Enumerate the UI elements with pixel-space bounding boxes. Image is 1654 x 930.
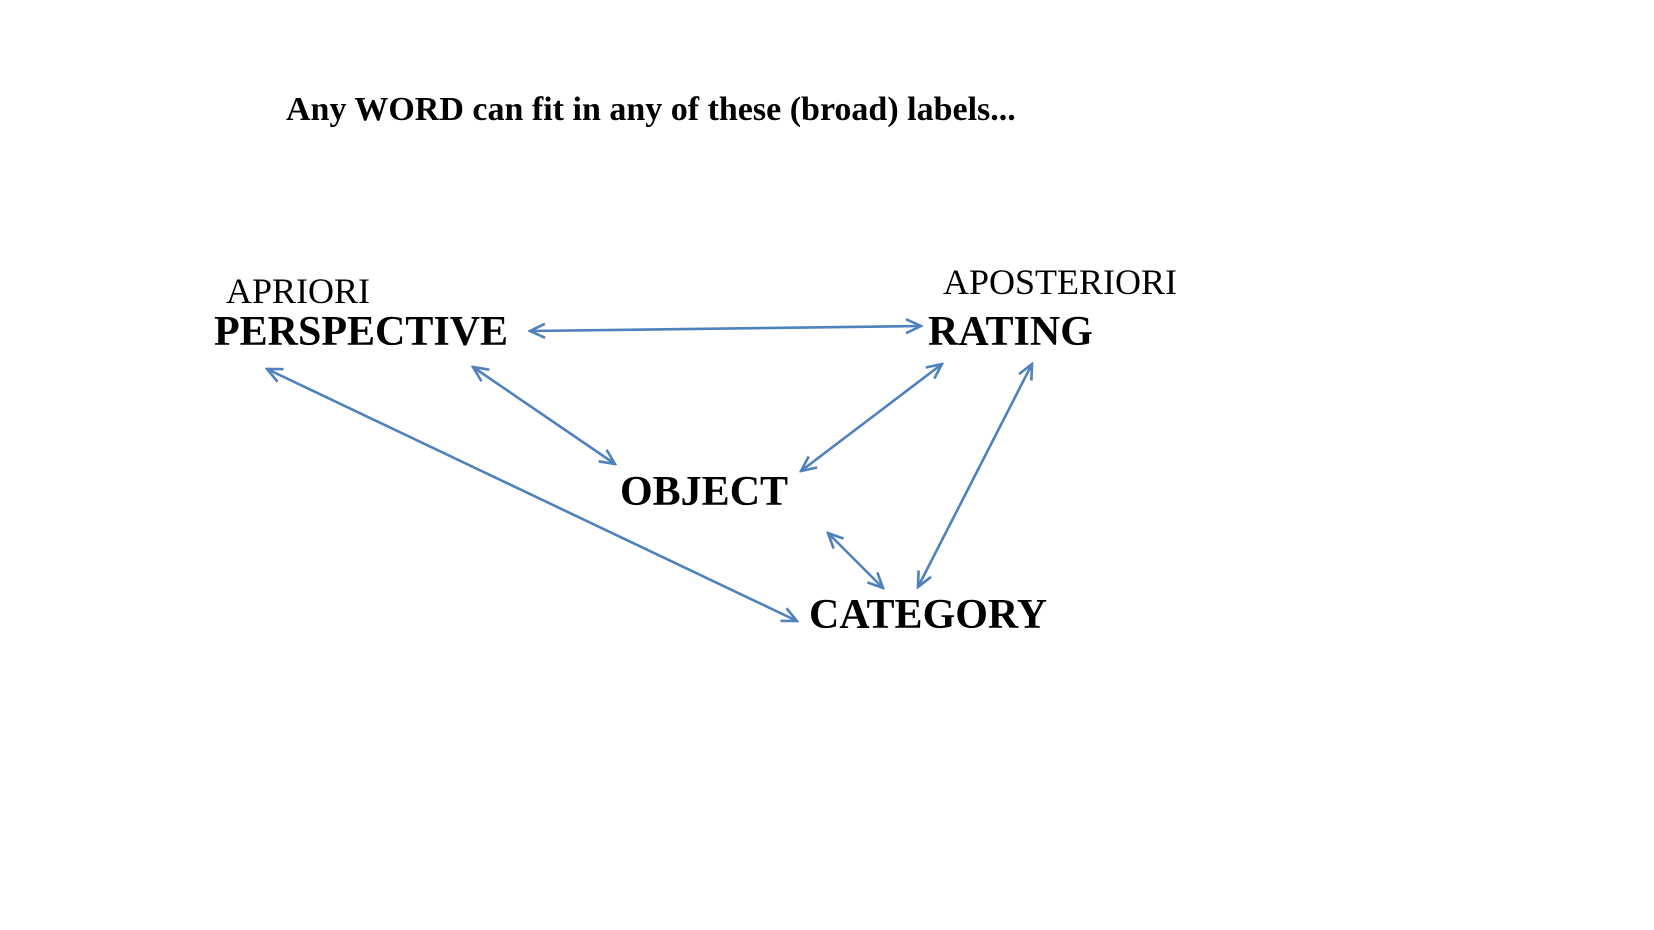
arrow-object-category <box>828 533 883 588</box>
node-rating-sublabel: APOSTERIORI <box>943 262 1178 302</box>
arrow-category-rating <box>918 364 1032 587</box>
arrow-object-rating <box>801 364 942 471</box>
arrow-perspective-rating <box>530 326 921 331</box>
node-category-label: CATEGORY <box>809 592 1048 638</box>
slide-title: Any WORD can fit in any of these (broad)… <box>286 91 1016 128</box>
node-perspective-label: PERSPECTIVE <box>214 309 509 355</box>
node-perspective-sublabel: APRIORI <box>226 271 371 311</box>
node-rating-label: RATING <box>928 309 1093 355</box>
arrow-perspective-category <box>267 369 797 621</box>
arrow-perspective-object <box>473 367 615 464</box>
